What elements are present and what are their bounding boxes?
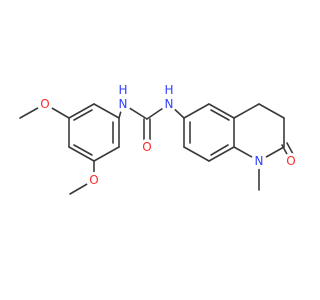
bond xyxy=(286,142,294,155)
oxygen-atom: O xyxy=(86,172,102,188)
bond xyxy=(183,146,210,162)
atom-label-o: O xyxy=(89,173,98,187)
atom-label-o: O xyxy=(142,140,151,154)
bond xyxy=(68,146,95,162)
atom-label-h: H xyxy=(164,83,173,97)
bond xyxy=(208,146,235,162)
nitrogen-atom: N H xyxy=(161,83,177,112)
atom-label-n: N xyxy=(119,97,128,111)
bond xyxy=(93,146,120,162)
oxygen-atom: O xyxy=(283,153,299,169)
nitrogen-atom: N H xyxy=(115,83,131,112)
nitrogen-atom: N xyxy=(251,153,267,169)
atom-label-o: O xyxy=(286,154,295,168)
bond xyxy=(73,109,93,121)
bond xyxy=(73,144,93,156)
bond xyxy=(258,103,285,119)
bond xyxy=(93,103,120,119)
oxygen-atom: O xyxy=(139,139,155,155)
bond-layer xyxy=(19,103,294,195)
atom-label-n: N xyxy=(255,154,264,168)
atom-label-h: H xyxy=(118,83,127,97)
bond xyxy=(233,103,260,119)
oxygen-atom: O xyxy=(37,96,53,112)
bond xyxy=(183,103,210,119)
atom-label-layer: O O N H N H O xyxy=(37,83,299,188)
atom-label-o: O xyxy=(40,97,49,111)
atom-label-n: N xyxy=(165,97,174,111)
bond xyxy=(68,103,95,119)
bond xyxy=(208,103,235,119)
molecule-canvas: O O N H N H O xyxy=(19,83,299,195)
bond xyxy=(210,109,230,121)
structure-diagram: O O N H N H O xyxy=(19,83,299,195)
bond xyxy=(210,144,229,156)
